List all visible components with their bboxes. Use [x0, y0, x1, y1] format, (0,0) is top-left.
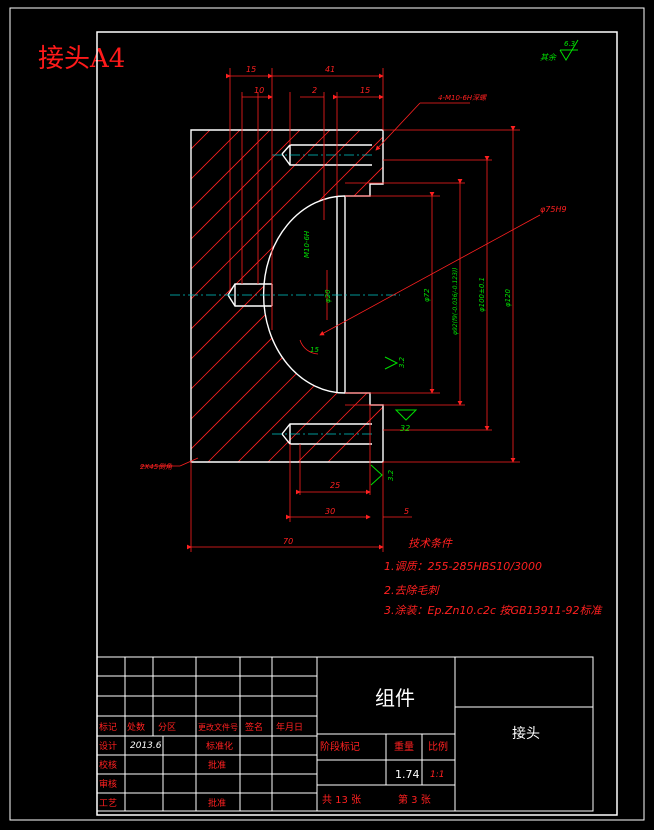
tb-review: 审核: [99, 778, 117, 790]
dim-70: 70: [283, 537, 293, 546]
tb-scale-label: 比例: [428, 740, 448, 753]
tb-approve2: 批准: [208, 797, 226, 809]
title-block: [96, 656, 594, 812]
tb-label-0: 标记: [99, 721, 117, 733]
part-outline: [190, 129, 384, 463]
surface-finish-label: 其余: [540, 53, 557, 62]
dim-phi20: φ20: [324, 289, 332, 303]
dim-top-2: 2: [312, 86, 317, 95]
dim-30: 30: [325, 507, 335, 516]
tb-label-3: 更改文件号: [198, 722, 238, 732]
dim-top-41: 41: [325, 65, 335, 74]
dim-phi75: φ75H9: [540, 205, 567, 214]
tb-material: 组件: [375, 686, 415, 710]
tb-weight: 1.74: [395, 768, 420, 781]
dim-phi120: φ120: [504, 288, 512, 307]
dim-phi72: φ72: [423, 288, 431, 302]
tb-label-4: 签名: [245, 721, 263, 733]
roughness-32c: 3.2: [387, 469, 395, 481]
dim-top-10: 10: [254, 86, 264, 95]
tb-scale: 1:1: [430, 770, 444, 780]
tb-stage: 阶段标记: [320, 740, 360, 753]
tb-sheet-no: 第 3 张: [398, 793, 431, 806]
tb-approve: 批准: [208, 759, 226, 771]
outer-border: [9, 7, 645, 821]
dim-thread: 4-M10-6H深螺: [438, 94, 487, 102]
surface-finish-value: 6.3: [564, 40, 575, 48]
dim-25: 25: [330, 481, 340, 490]
notes-line3: 3.涂装：Ep.Zn10.c2c 按GB13911-92标准: [384, 604, 604, 617]
tb-sheets-total: 共 13 张: [322, 794, 361, 806]
dim-angle: 15: [310, 346, 319, 354]
tb-weight-label: 重量: [394, 740, 414, 753]
dim-phi92: φ92(f9(-0.036/-0.123)): [452, 267, 459, 335]
dim-chamfer: 2X45倒角: [140, 463, 173, 471]
sheet-title: 接头A4: [38, 44, 126, 74]
tb-label-1: 处数: [127, 721, 145, 733]
tb-label-2: 分区: [158, 722, 176, 733]
tb-label-5: 年月日: [276, 721, 303, 733]
tb-standard: 标准化: [206, 740, 233, 752]
dim-m10: M10-6H: [303, 230, 311, 258]
notes-header: 技术条件: [408, 537, 453, 550]
dim-phi100: φ100±0.1: [478, 277, 486, 312]
notes-line1: 1.调质：255-285HBS10/3000: [384, 560, 542, 573]
tb-date: 2013.6: [130, 741, 162, 751]
tb-part-name: 接头: [512, 725, 540, 742]
tb-process: 工艺: [99, 798, 117, 809]
roughness-symbols: [370, 39, 579, 486]
roughness-32b: 32: [400, 424, 410, 433]
tb-designer: 设计: [99, 740, 117, 752]
tb-check: 校核: [99, 759, 117, 771]
roughness-32a: 3.2: [398, 356, 406, 368]
centerlines: [170, 154, 400, 435]
dim-5: 5: [404, 507, 409, 516]
dim-top-15b: 15: [360, 86, 370, 95]
inner-border: [96, 31, 618, 816]
dimension-lines: [140, 68, 541, 552]
dim-top-15: 15: [246, 65, 256, 74]
notes-line2: 2.去除毛刺: [384, 584, 440, 597]
